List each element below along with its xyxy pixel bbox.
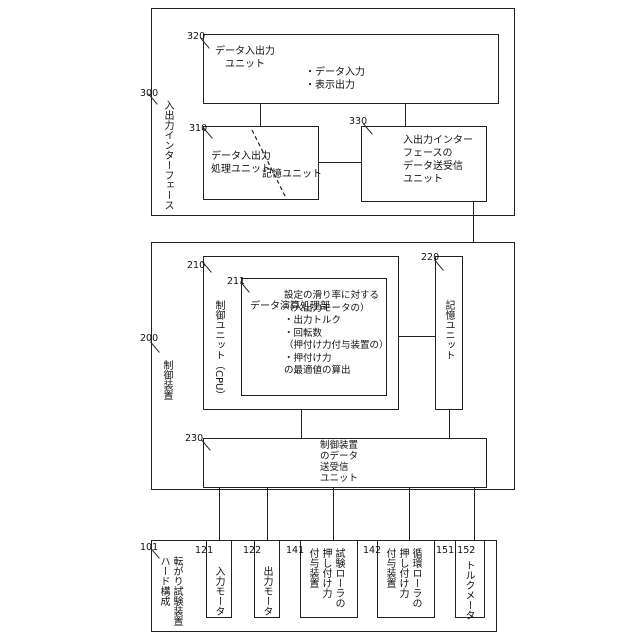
data-io-unit-label: データ入出力 ユニット [215,45,275,71]
link-210-220 [399,336,435,337]
data-computation-lines: 設定の滑り率に対する （入出力モータの） ・出力トルク ・回転数 （押付け力付与… [284,290,389,378]
hardware-label: 転がり試験装置 ハード構成 [157,556,183,626]
controller-label: 制御装置 [160,360,173,400]
controller-data-transceiver-ref: 230 [185,433,203,444]
circulation-roller-pressing-device-label: 循環ローラの 押し付け力 付与装置 [383,548,422,608]
input-motor-ref: 121 [195,545,213,556]
io-memory-unit-label: 記憶ユニット [262,168,322,181]
link-210-230 [301,410,302,438]
link-320-310 [260,104,261,126]
divider-dashed-line [250,128,290,200]
controller-ref: 200 [140,333,158,344]
io-interface-label: 入出力インターフェース [161,100,174,210]
test-roller-pressing-device-ref: 141 [286,545,304,556]
control-unit-cpu-label: 制御ユニット（CPU） [212,300,225,400]
circulation-roller-pressing-device-ref: 142 [363,545,381,556]
link-310-330 [319,162,361,163]
link-220-230 [449,410,450,438]
test-roller-pressing-device-label: 試験ローラの 押し付け力 付与装置 [306,548,345,608]
torque-meter-ref: 151,152 [436,545,475,556]
link-230-151 [474,488,475,540]
controller-data-transceiver-label: 制御装置 のデータ 送受信 ユニット [320,440,358,484]
torque-meter-label: トルクメータ [462,560,475,620]
output-motor-ref: 122 [243,545,261,556]
link-230-121 [219,488,220,540]
link-230-142 [409,488,410,540]
io-interface-ref: 300 [140,88,158,99]
io-data-transceiver-label: 入出力インター フェースの データ送受信 ユニット [403,134,473,186]
controller-memory-unit-label: 記憶ユニット [442,300,455,360]
input-motor-label: 入力モータ [212,566,225,616]
data-io-unit-items: ・データ入力 ・表示出力 [305,66,365,92]
link-320-330 [405,104,406,126]
link-230-141 [333,488,334,540]
link-230-122 [267,488,268,540]
output-motor-label: 出力モータ [260,566,273,616]
